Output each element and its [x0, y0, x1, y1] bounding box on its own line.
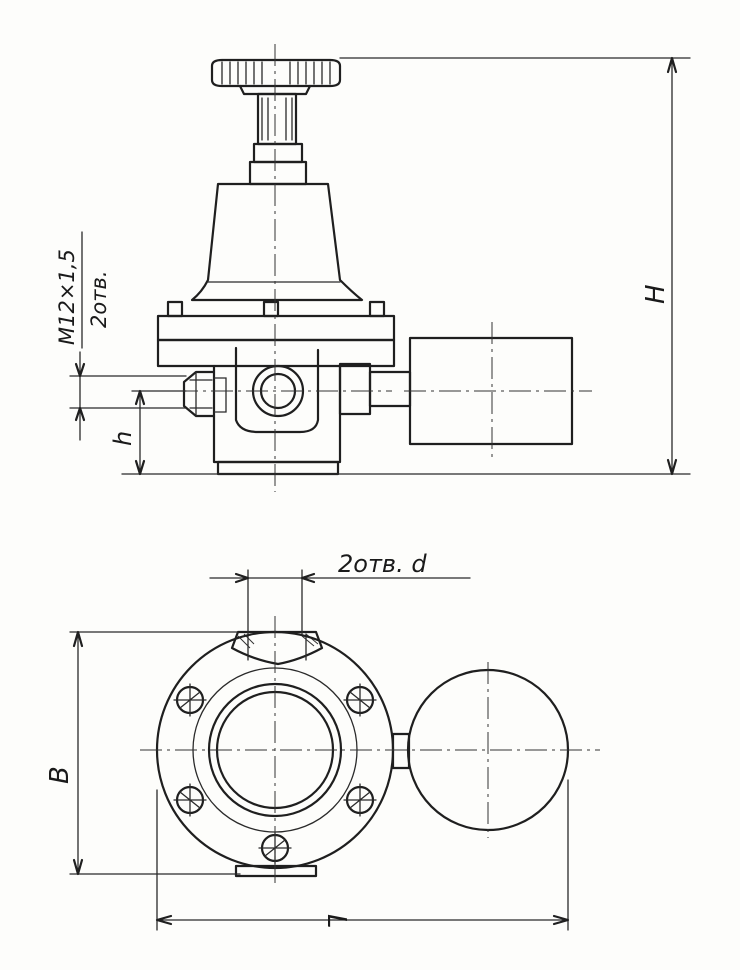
H-label: H [641, 284, 671, 304]
bonnet [190, 182, 364, 302]
front-view [69, 44, 691, 492]
dimension-H [339, 56, 691, 476]
stem [248, 92, 308, 186]
handwheel [210, 58, 342, 96]
flange [156, 314, 396, 368]
dimension-h [131, 389, 187, 476]
thread-count-label: 2отв. [87, 271, 111, 329]
dimension-B [69, 630, 241, 876]
inlet-neck [230, 630, 324, 666]
thread-spec-label: M12×1,5 [55, 249, 79, 345]
thread-leader [69, 231, 187, 441]
holes-note-label: 2отв. d [338, 550, 427, 578]
dimension-d [209, 569, 471, 635]
dimension-L [155, 779, 570, 931]
top-view [69, 569, 600, 931]
bore-outer [207, 682, 343, 818]
B-label: B [45, 766, 75, 784]
h-label: h [109, 431, 137, 446]
L-label: L [321, 914, 351, 929]
